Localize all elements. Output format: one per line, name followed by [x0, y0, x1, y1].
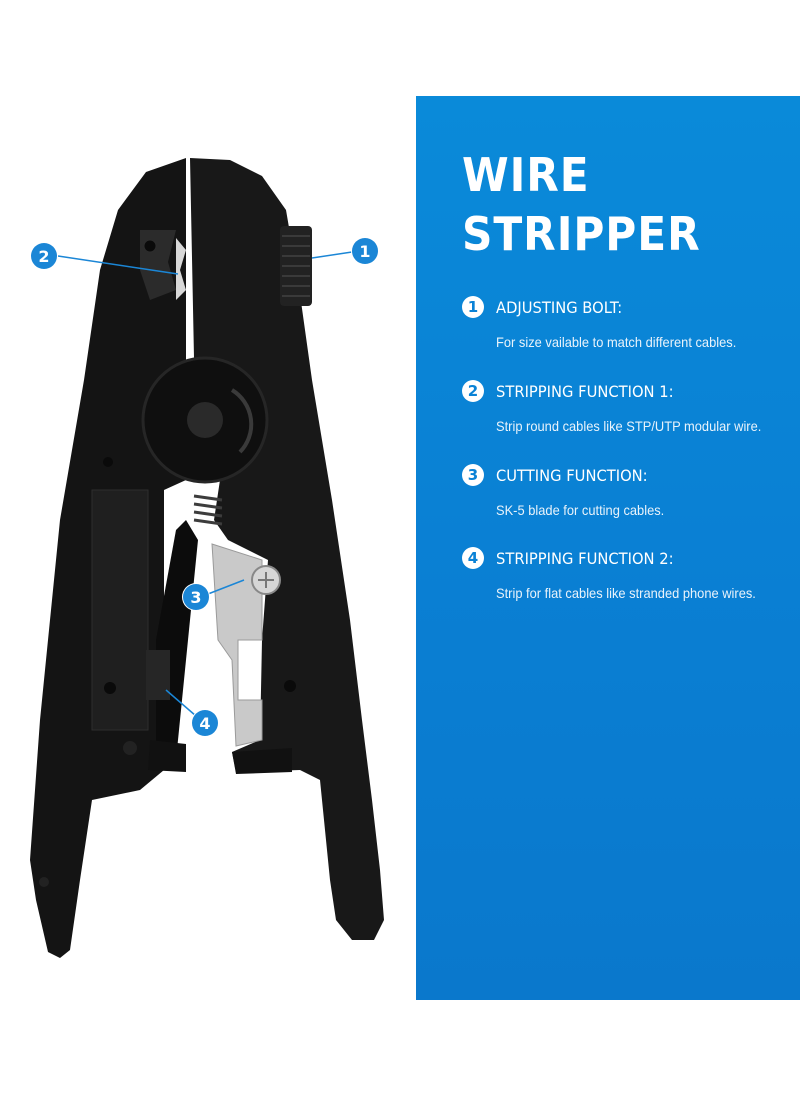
number-badge: 1 — [462, 296, 484, 318]
number-badge: 4 — [462, 547, 484, 569]
feature-header: 2 STRIPPING FUNCTION 1: — [462, 378, 792, 404]
feature-header: 4 STRIPPING FUNCTION 2: — [462, 545, 792, 571]
feature-title: STRIPPING FUNCTION 2: — [496, 548, 674, 568]
feature-description: Strip for flat cables like stranded phon… — [496, 585, 756, 601]
feature-stripping-function-1: 2 STRIPPING FUNCTION 1: Strip round cabl… — [462, 378, 792, 434]
title-line-1: WIRE — [462, 148, 590, 202]
page-title: WIRE STRIPPER — [462, 146, 721, 264]
number-badge: 2 — [462, 380, 484, 402]
number-badge: 3 — [462, 464, 484, 486]
feature-description: SK-5 blade for cutting cables. — [496, 502, 665, 518]
callout-1: 1 — [352, 238, 378, 264]
product-image: 2 1 3 4 — [30, 158, 384, 958]
feature-header: 3 CUTTING FUNCTION: — [462, 462, 792, 488]
feature-title: ADJUSTING BOLT: — [496, 297, 623, 317]
spring — [193, 494, 223, 526]
feature-adjusting-bolt: 1 ADJUSTING BOLT: For size vailable to m… — [462, 294, 792, 350]
feature-description: For size vailable to match different cab… — [496, 334, 737, 350]
wire-stripper-illustration — [30, 158, 384, 958]
feature-title: CUTTING FUNCTION: — [496, 465, 648, 485]
feature-description: Strip round cables like STP/UTP modular … — [496, 418, 762, 434]
callout-3: 3 — [183, 584, 209, 610]
title-line-2: STRIPPER — [462, 207, 701, 261]
feature-panel: WIRE STRIPPER 1 ADJUSTING BOLT: For size… — [416, 96, 800, 1000]
feature-title: STRIPPING FUNCTION 1: — [496, 381, 674, 401]
callout-2: 2 — [31, 243, 57, 269]
sk5-blade — [211, 543, 263, 747]
right-handle — [190, 158, 384, 940]
feature-stripping-function-2: 4 STRIPPING FUNCTION 2: Strip for flat c… — [462, 545, 792, 601]
feature-header: 1 ADJUSTING BOLT: — [462, 294, 792, 320]
feature-cutting-function: 3 CUTTING FUNCTION: SK-5 blade for cutti… — [462, 462, 792, 518]
callout-4: 4 — [192, 710, 218, 736]
